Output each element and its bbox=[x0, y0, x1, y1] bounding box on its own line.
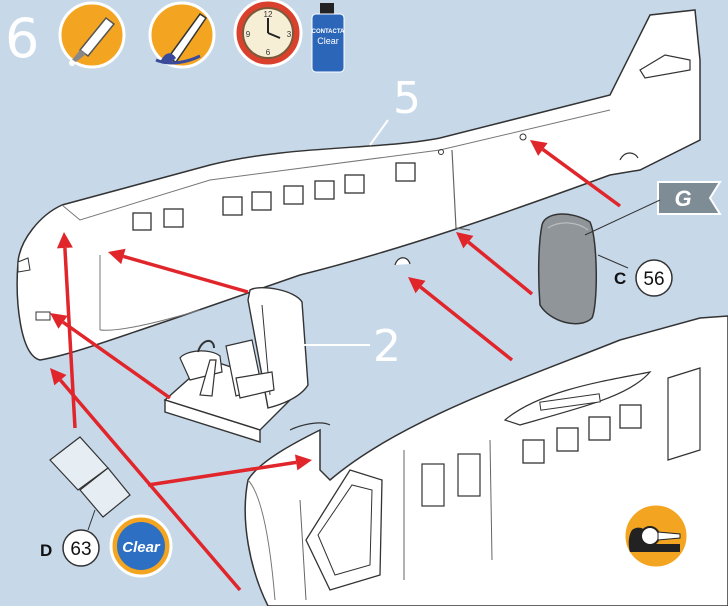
part-label-5: 5 bbox=[393, 73, 421, 124]
window-panel-part bbox=[539, 214, 597, 324]
bottle-brand: CONTACTA bbox=[312, 29, 345, 35]
bottle-label: Clear bbox=[317, 36, 339, 46]
reference-d63: D 63 bbox=[40, 530, 99, 566]
reference-d-letter: D bbox=[40, 541, 52, 560]
clear-badge-icon: Clear bbox=[111, 516, 171, 576]
reference-c-letter: C bbox=[614, 269, 626, 288]
fuselage-half-left bbox=[17, 10, 700, 360]
clock-number-6: 6 bbox=[266, 48, 271, 57]
decal-flag-letter: G bbox=[674, 186, 691, 211]
clock-number-3: 3 bbox=[287, 30, 292, 39]
tape-dispenser-icon bbox=[624, 504, 688, 568]
part-label-2: 2 bbox=[373, 321, 401, 372]
reference-d-number: 63 bbox=[70, 539, 91, 560]
assembly-arrow-shaft bbox=[468, 242, 532, 294]
decal-flag: G bbox=[658, 182, 720, 214]
clock-icon: 12 3 6 9 bbox=[235, 0, 301, 66]
reference-c-number: 56 bbox=[643, 269, 664, 290]
assembly-arrow-shaft bbox=[421, 287, 512, 360]
glue-tube-icon bbox=[60, 3, 124, 67]
paintbrush-icon bbox=[150, 3, 214, 67]
clock-number-9: 9 bbox=[246, 30, 251, 39]
part-label-3: 3 bbox=[580, 550, 608, 601]
clear-glue-bottle-icon: CONTACTA Clear bbox=[312, 3, 345, 72]
clock-number-12: 12 bbox=[264, 10, 273, 19]
clear-badge-text: Clear bbox=[122, 539, 161, 556]
step-number: 6 bbox=[5, 7, 39, 70]
